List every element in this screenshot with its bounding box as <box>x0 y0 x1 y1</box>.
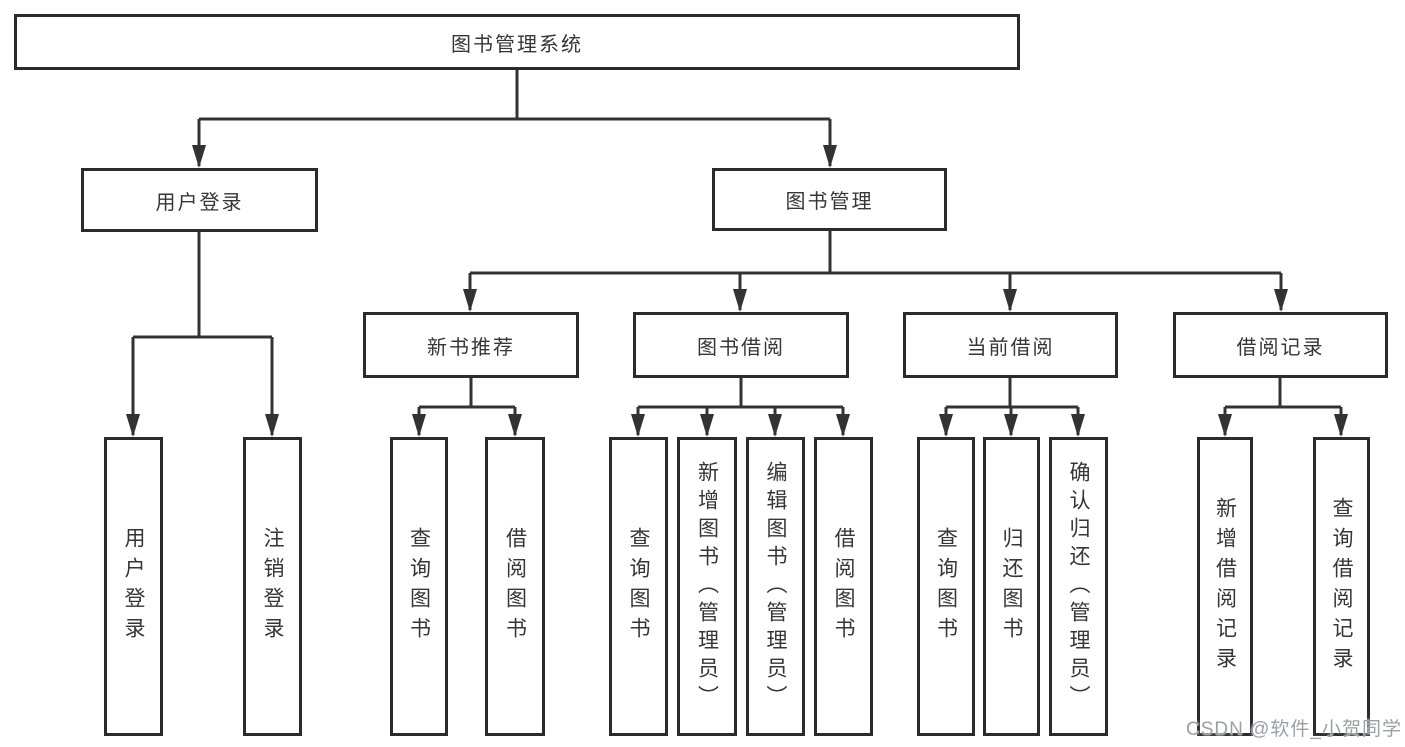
node-query-books-borrowing: 查询图书 <box>609 437 668 736</box>
node-label: 确认归还（管理员） <box>1067 460 1090 713</box>
node-confirm-return-admin: 确认归还（管理员） <box>1049 437 1108 736</box>
node-label: 查询图书 <box>407 526 431 647</box>
node-label: 借阅图书 <box>503 526 527 647</box>
node-add-books-admin: 新增图书（管理员） <box>677 437 737 736</box>
arrowheads <box>126 145 1348 437</box>
node-borrow-books-recommend: 借阅图书 <box>485 437 545 736</box>
connector-book-mgmt-branch <box>468 231 1283 310</box>
node-label: 查询图书 <box>627 526 650 647</box>
node-query-borrow-record: 查询借阅记录 <box>1313 437 1370 736</box>
node-query-books-current: 查询图书 <box>917 437 975 736</box>
node-label: 归还图书 <box>1000 526 1023 647</box>
node-label: 借阅图书 <box>832 526 855 647</box>
connector-borrow-records-branch <box>1223 378 1343 435</box>
node-current-borrowing: 当前借阅 <box>903 312 1118 378</box>
node-label: 编辑图书（管理员） <box>764 460 787 713</box>
node-label: 注销登录 <box>261 526 284 647</box>
connector-root-to-level2 <box>197 70 832 166</box>
node-label: 图书管理系统 <box>451 33 583 56</box>
node-library-system-root: 图书管理系统 <box>14 14 1020 70</box>
node-add-borrow-record: 新增借阅记录 <box>1197 437 1253 736</box>
node-label: 新书推荐 <box>427 336 515 359</box>
node-new-book-recommend: 新书推荐 <box>363 312 579 378</box>
node-label: 图书借阅 <box>697 336 785 359</box>
node-label: 当前借阅 <box>966 336 1055 359</box>
connector-user-login-branch <box>131 232 274 435</box>
node-logout: 注销登录 <box>243 437 302 736</box>
node-label: 图书管理 <box>785 191 874 213</box>
node-user-login-leaf: 用户登录 <box>104 437 163 736</box>
node-label: 借阅记录 <box>1236 336 1325 359</box>
node-label: 新增图书（管理员） <box>695 460 719 713</box>
node-book-management: 图书管理 <box>712 168 947 231</box>
node-label: 用户登录 <box>122 526 145 647</box>
node-book-borrowing: 图书借阅 <box>633 312 849 378</box>
node-label: 新增借阅记录 <box>1213 496 1237 677</box>
node-label: 查询图书 <box>934 526 958 647</box>
connector-book-borrow-branch <box>636 378 845 435</box>
node-borrow-books: 借阅图书 <box>814 437 873 736</box>
node-borrowing-records: 借阅记录 <box>1173 312 1388 378</box>
node-query-books-recommend: 查询图书 <box>390 437 448 736</box>
node-return-books: 归还图书 <box>983 437 1040 736</box>
connector-new-book-rec-branch <box>417 378 517 435</box>
node-label: 查询借阅记录 <box>1330 496 1353 677</box>
node-edit-books-admin: 编辑图书（管理员） <box>746 437 805 736</box>
csdn-watermark: CSDN @软件_小贺同学 <box>1186 719 1402 740</box>
node-user-login: 用户登录 <box>81 168 318 232</box>
node-label: 用户登录 <box>155 191 244 214</box>
